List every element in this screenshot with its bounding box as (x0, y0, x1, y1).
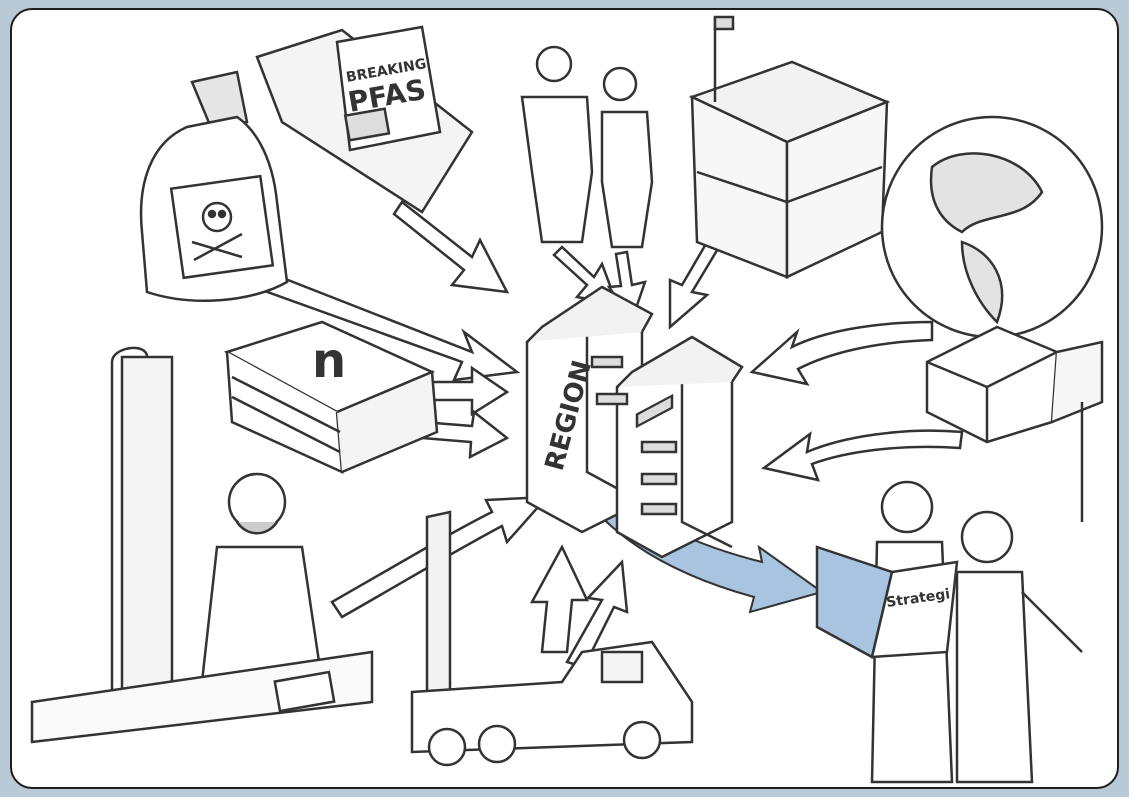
arrow-from-newspaper (394, 202, 507, 292)
illustration-canvas: REGION BREAKING PFAS (12, 10, 1119, 789)
newspaper-icon (257, 27, 472, 212)
people-icon (522, 47, 652, 247)
arrow-from-soil (670, 237, 722, 327)
arrow-from-globe (752, 322, 932, 384)
books-cover-letter: n (312, 333, 346, 389)
arrow-from-lab-building (764, 431, 962, 480)
soil-sample-icon (692, 17, 887, 277)
illustration-frame: REGION BREAKING PFAS (10, 8, 1119, 789)
arrow-from-drill-truck (532, 547, 587, 652)
poison-bottle-icon (141, 72, 287, 301)
globe-icon (882, 117, 1102, 337)
lab-building-icon (927, 327, 1102, 522)
